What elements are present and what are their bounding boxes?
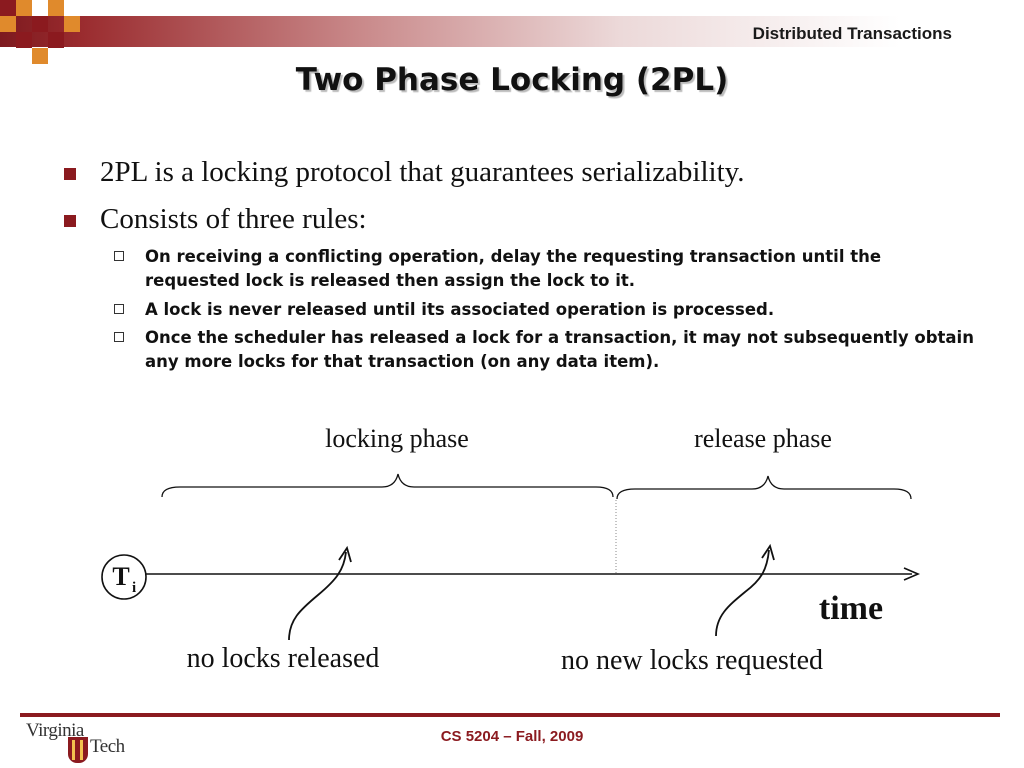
release-note-arrow (715, 549, 770, 637)
logo-text-bottom: Tech (90, 736, 125, 757)
corner-square (16, 0, 32, 16)
sub-bullet-text: Once the scheduler has released a lock f… (145, 328, 974, 371)
time-label: time (819, 590, 883, 627)
no-locks-released-note: no locks released (187, 643, 380, 674)
corner-square (48, 0, 64, 16)
hollow-square-bullet-icon (114, 332, 124, 342)
hollow-square-bullet-icon (114, 304, 124, 314)
transaction-node (101, 554, 147, 600)
footer-course: CS 5204 – Fall, 2009 (440, 728, 584, 745)
square-bullet-icon (64, 215, 76, 227)
bullet-text: Consists of three rules: (100, 203, 367, 235)
locking-note-arrow (288, 551, 347, 641)
hollow-square-bullet-icon (114, 251, 124, 261)
corner-square (64, 16, 80, 32)
time-arrow-icon (903, 567, 921, 581)
no-new-locks-note: no new locks requested (561, 645, 823, 676)
sub-bullet-text: A lock is never released until its assoc… (145, 300, 775, 319)
release-phase-brace (616, 475, 912, 500)
corner-square (32, 16, 48, 32)
transaction-label: T (112, 562, 129, 591)
corner-square (0, 0, 16, 16)
arrowhead-icon (338, 545, 352, 563)
locking-phase-brace (161, 473, 614, 498)
logo-text-top: Virginia (26, 720, 84, 741)
header-bar (0, 16, 1024, 47)
corner-square (16, 32, 32, 48)
bullet-text: 2PL is a locking protocol that guarantee… (100, 156, 745, 188)
corner-square (0, 16, 16, 32)
footer-rule (20, 713, 1000, 717)
corner-square (48, 32, 64, 48)
corner-square (32, 48, 48, 64)
slide-title: Two Phase Locking (2PL) (295, 62, 729, 98)
header-label: Distributed Transactions (752, 24, 952, 43)
arrowhead-icon (761, 543, 775, 561)
locking-phase-label: locking phase (325, 424, 469, 453)
sub-bullet-text: On receiving a conflicting operation, de… (145, 247, 882, 290)
transaction-subscript: i (132, 580, 136, 596)
shield-icon (68, 737, 88, 763)
release-phase-label: release phase (694, 424, 832, 453)
square-bullet-icon (64, 168, 76, 180)
virginia-tech-logo: Virginia Tech (24, 720, 136, 766)
